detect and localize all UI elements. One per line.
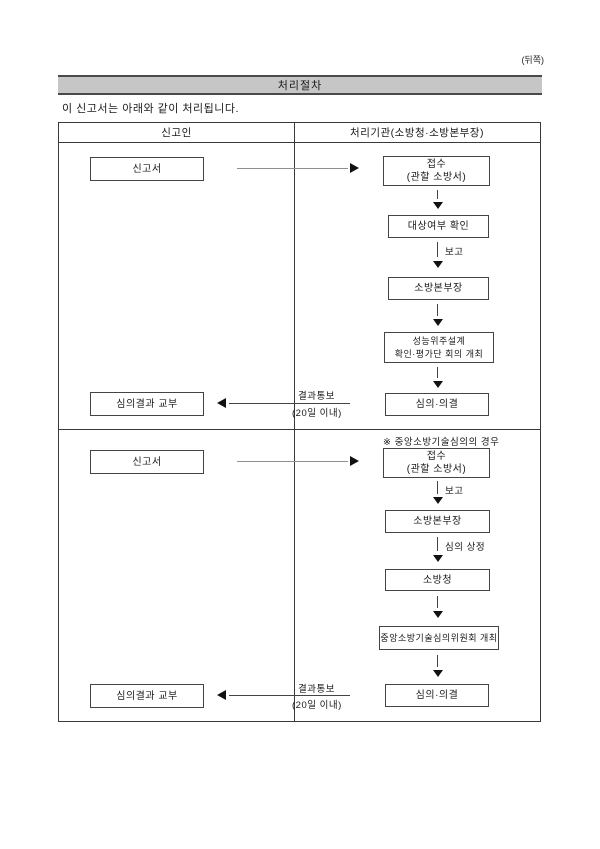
flow1-receipt-box: 접수 (관할 소방서) [383,156,490,186]
arrow-down-icon [433,261,443,268]
flow1-submit-line [237,168,348,169]
arrow-down-icon [433,202,443,209]
flow1-result-box: 심의결과 교부 [90,392,204,416]
connector-line [437,481,438,494]
section-title-bar: 처리절차 [58,75,542,95]
flow1-evaluation-line2: 확인·평가단 회의 개최 [394,348,484,359]
connector-line [437,537,438,551]
connector-line [437,190,438,199]
flow2-notify-line [229,695,350,696]
flow1-notify-label: 결과통보 [298,391,335,402]
flow1-notify-period-label: (20일 이내) [292,408,342,419]
flow1-applicant-box: 신고서 [90,157,204,181]
arrow-right-icon [350,456,359,466]
flow2-case-note: ※ 중앙소방기술심의의 경우 [383,437,500,448]
flow1-decision-box: 심의·의결 [385,393,489,416]
connector-line [437,304,438,316]
flow1-headquarters-box: 소방본부장 [388,277,489,300]
arrow-down-icon [433,670,443,677]
flow1-check-box: 대상여부 확인 [388,215,489,238]
flow1-notify-line [229,403,350,404]
flow1-receipt-line1: 접수 [426,159,447,170]
table-header-row: 신고인 처리기관(소방청·소방본부장) [59,123,540,143]
flow1-report-label: 보고 [445,247,464,258]
flow2-applicant-box: 신고서 [90,450,204,474]
flow2-submit-line [237,461,348,462]
arrow-down-icon [433,381,443,388]
column-header-applicant: 신고인 [161,127,192,139]
arrow-left-icon [217,398,226,408]
intro-text: 이 신고서는 아래와 같이 처리됩니다. [62,103,240,115]
flow2-receipt-line2: (관할 소방서) [406,464,467,475]
column-header-agency: 처리기관(소방청·소방본부장) [350,127,484,139]
flow2-receipt-line1: 접수 [426,451,447,462]
arrow-right-icon [350,163,359,173]
procedure-table: 신고인 처리기관(소방청·소방본부장) [58,122,541,722]
section-title: 처리절차 [277,80,323,92]
column-divider [294,123,295,721]
back-side-label: (뒤쪽) [521,55,544,65]
arrow-down-icon [433,555,443,562]
arrow-down-icon [433,611,443,618]
flow1-evaluation-box: 성능위주설계 확인·평가단 회의 개최 [384,332,494,363]
connector-line [437,242,438,257]
flow2-decision-box: 심의·의결 [385,684,489,707]
section-divider [59,429,540,430]
flow2-notify-label: 결과통보 [298,684,335,695]
flow2-receipt-box: 접수 (관할 소방서) [383,448,490,478]
flow2-headquarters-box: 소방본부장 [385,510,490,533]
connector-line [437,596,438,608]
arrow-down-icon [433,319,443,326]
flow2-submit-label: 심의 상정 [445,542,486,553]
connector-line [437,655,438,667]
flow2-result-box: 심의결과 교부 [90,684,204,708]
connector-line [437,367,438,378]
flow2-notify-period-label: (20일 이내) [292,700,342,711]
flow2-report-label: 보고 [445,486,464,497]
arrow-left-icon [217,690,226,700]
flow1-evaluation-line1: 성능위주설계 [412,335,466,346]
arrow-down-icon [433,497,443,504]
flow1-receipt-line2: (관할 소방서) [406,172,467,183]
flow2-committee-box: 중앙소방기술심의위원회 개최 [379,626,499,650]
flow2-fire-agency-box: 소방청 [385,569,490,591]
